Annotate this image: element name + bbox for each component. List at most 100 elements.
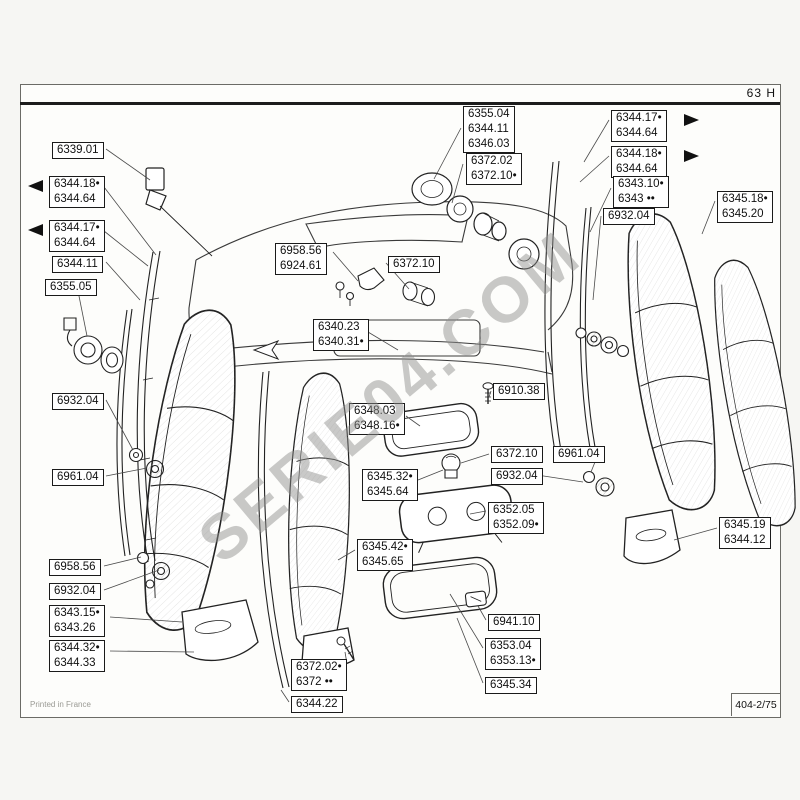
part-number: 6345.65 [362,555,404,568]
part-label-6345-32: 6345.32• 6345.64 [362,469,418,501]
part-number: 6340.31• [318,335,364,348]
part-number: 6340.23 [318,321,360,333]
middle-seal-strip [257,370,290,689]
part-number: 6932.04 [608,210,650,222]
part-label-6372-10-center: 6372.10 [388,256,440,273]
part-number: 6372.10• [471,169,517,182]
part-label-6339-01: 6339.01 [52,142,104,159]
part-number: 6958.56 [280,245,322,257]
retainer-plate-6941 [464,590,487,608]
doc-number: 404-2/75 [735,699,777,711]
part-number: 6345.32• [367,471,413,483]
part-label-6344-17-left: 6344.17• 6344.64 [49,220,105,252]
right-inner-lens [616,208,726,516]
part-label-6345-34: 6345.34 [485,677,537,694]
part-number: 6932.04 [54,585,96,597]
car-body-outline [188,201,574,375]
part-number: 6958.56 [54,561,96,573]
part-label-6372-02-top: 6372.02 6372.10• [466,153,522,185]
connector-part [145,167,213,257]
part-number: 6353.04 [490,640,532,652]
left-inner-lens [280,371,358,654]
part-number: 6339.01 [57,144,99,156]
printed-note: Printed in France [30,700,91,709]
part-number: 6344.12 [724,533,766,546]
part-label-6355-05: 6355.05 [45,279,97,296]
part-number: 6355.04 [468,108,510,120]
part-label-6340-23: 6340.23 6340.31• [313,319,369,351]
lamp-feet [181,509,681,670]
part-number: 6344.17• [54,222,100,234]
part-number: 6345.34 [490,679,532,691]
part-number: 6961.04 [558,448,600,460]
part-number: 6941.10 [493,616,535,628]
part-number: 6344.64 [54,236,96,249]
part-label-6345-19: 6345.19 6344.12 [719,517,771,549]
part-number: 6348.03 [354,405,396,417]
part-number: 6932.04 [496,470,538,482]
part-number: 6355.05 [50,281,92,293]
part-number: 6348.16• [354,419,400,432]
leader-lines [77,119,718,703]
part-number: 6345.64 [367,485,409,498]
part-number: 6345.20 [722,207,764,220]
part-label-6372-02-bottom: 6372.02• 6372 •• [291,659,347,691]
part-label-6343-15: 6343.15• 6343.26 [49,605,105,637]
part-label-6910-38: 6910.38 [493,383,545,400]
part-number: 6344.18• [54,178,100,190]
part-number: 6344.17• [616,112,662,124]
part-number: 6344.32• [54,642,100,654]
part-label-6344-22: 6344.22 [291,696,343,713]
part-number: 6352.09• [493,518,539,531]
center-bracket [335,267,436,307]
plate-lamp-bulb [441,453,461,479]
arrow-left-icon [28,224,43,236]
part-number: 6343.10• [618,178,664,190]
part-label-6941-10: 6941.10 [488,614,540,631]
part-label-6344-17-right: 6344.17• 6344.64 [611,110,667,142]
part-number: 6372 •• [296,675,333,688]
screw-6372 [336,636,355,661]
part-number: 6932.04 [57,395,99,407]
part-label-6345-42: 6345.42• 6345.65 [357,539,413,571]
part-number: 6924.61 [280,259,322,272]
part-label-6932-04-left: 6932.04 [52,393,104,410]
left-small-hardware [63,317,171,589]
part-number: 6343.15• [54,607,100,619]
part-label-6345-18: 6345.18• 6345.20 [717,191,773,223]
part-number: 6344.64 [616,162,658,175]
part-number: 6344.22 [296,698,338,710]
part-number: 6910.38 [498,385,540,397]
part-number: 6344.11 [468,122,509,135]
right-seal-strips [544,160,596,453]
screw-6910 [482,382,494,404]
part-number: 6372.10 [496,448,538,460]
arrow-left-icon [28,180,43,192]
part-number: 6372.02• [296,661,342,673]
part-number: 6344.11 [57,258,98,270]
part-label-6932-04-left2: 6932.04 [49,583,101,600]
part-label-6958-56-center: 6958.56 6924.61 [275,243,327,275]
part-number: 6372.10 [393,258,435,270]
part-number: 6352.05 [493,504,535,516]
part-label-6355-04-group: 6355.04 6344.11 6346.03 [463,106,515,153]
sheet-code: 63 H [746,86,776,100]
part-label-6352-05: 6352.05 6352.09• [488,502,544,534]
part-label-6344-18-left: 6344.18• 6344.64 [49,176,105,208]
doc-number-box: 404-2/75 [731,693,780,716]
part-label-6344-32: 6344.32• 6344.33 [49,640,105,672]
part-number: 6346.03 [468,137,510,150]
part-number: 6344.64 [616,126,658,139]
part-label-6348-03: 6348.03 6348.16• [349,403,405,435]
right-small-hardware [575,327,630,497]
header-rule [20,102,780,105]
part-number: 6344.18• [616,148,662,160]
part-label-6932-04-right-top: 6932.04 [603,208,655,225]
left-seal-strips [116,250,161,563]
right-outer-lens [703,254,800,532]
part-number: 6353.13• [490,654,536,667]
part-number: 6961.04 [57,471,99,483]
bulb-holder-assembly [411,172,540,270]
